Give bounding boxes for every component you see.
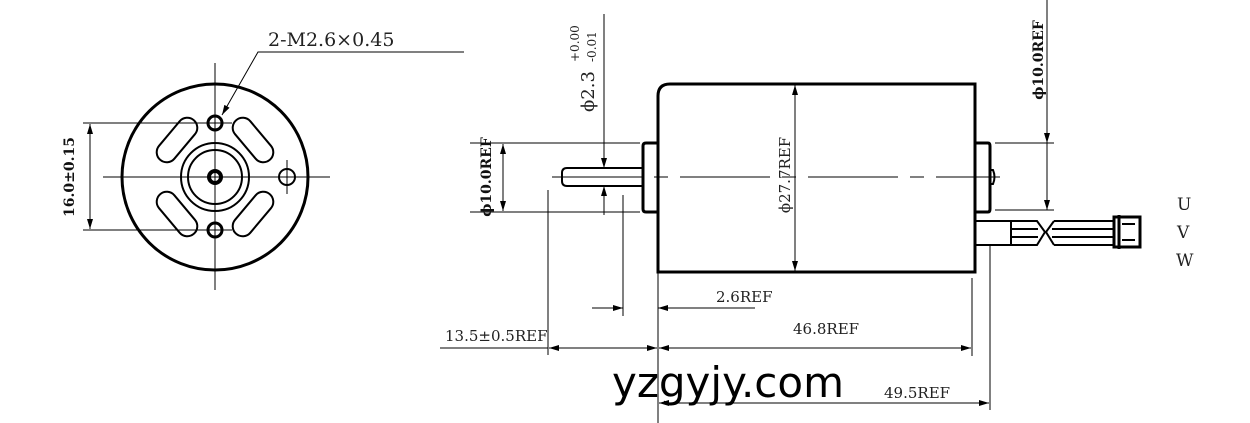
motor-body [656,82,977,274]
bearing-outer [180,142,250,212]
shaft-diameter-text: ϕ2.3 [578,71,599,112]
body-length-dim: 46.8REF [793,320,859,338]
wire-label-w: W [1176,251,1194,271]
shaft-end [207,169,223,185]
front-view: 16.0±0.15 2-M2.6×0.45 [62,29,464,290]
wire-harness [975,215,1142,249]
rear-nub [990,169,996,185]
wire-labels: U V W [1176,195,1194,271]
wire-label-u: U [1177,195,1191,215]
motor-outline [120,82,310,272]
shaft [561,167,643,187]
connector [1112,215,1142,249]
rear-boss [975,141,992,214]
watermark: yzgyjy.com [612,358,844,407]
rear-boss-dim: ϕ10.0REF [1031,20,1047,100]
wire-label-v: V [1176,223,1190,243]
body-diameter-dim: ϕ27.7REF [776,137,794,213]
boss-length-dim: 2.6REF [716,288,773,306]
total-length-dim: 49.5REF [884,384,950,402]
side-view: ϕ2.3 +0.00 -0.01 ϕ10.0REF ϕ27.7REF ϕ10.0… [440,0,1142,423]
bearing-inner [187,149,243,205]
shaft-tol-lower: -0.01 [585,31,599,62]
thread-callout: 2-M2.6×0.45 [268,29,394,51]
front-boss-dim: ϕ10.0REF [479,137,495,217]
front-boss [641,141,658,214]
shaft-length-dim: 13.5±0.5REF [445,327,547,345]
vent-slots [155,116,275,238]
shaft-tol-upper: +0.00 [568,25,582,62]
thread-leader [221,51,464,116]
hole-spacing-dim: 16.0±0.15 [62,137,78,217]
shaft-diameter-dim: ϕ2.3 +0.00 -0.01 [568,25,599,112]
